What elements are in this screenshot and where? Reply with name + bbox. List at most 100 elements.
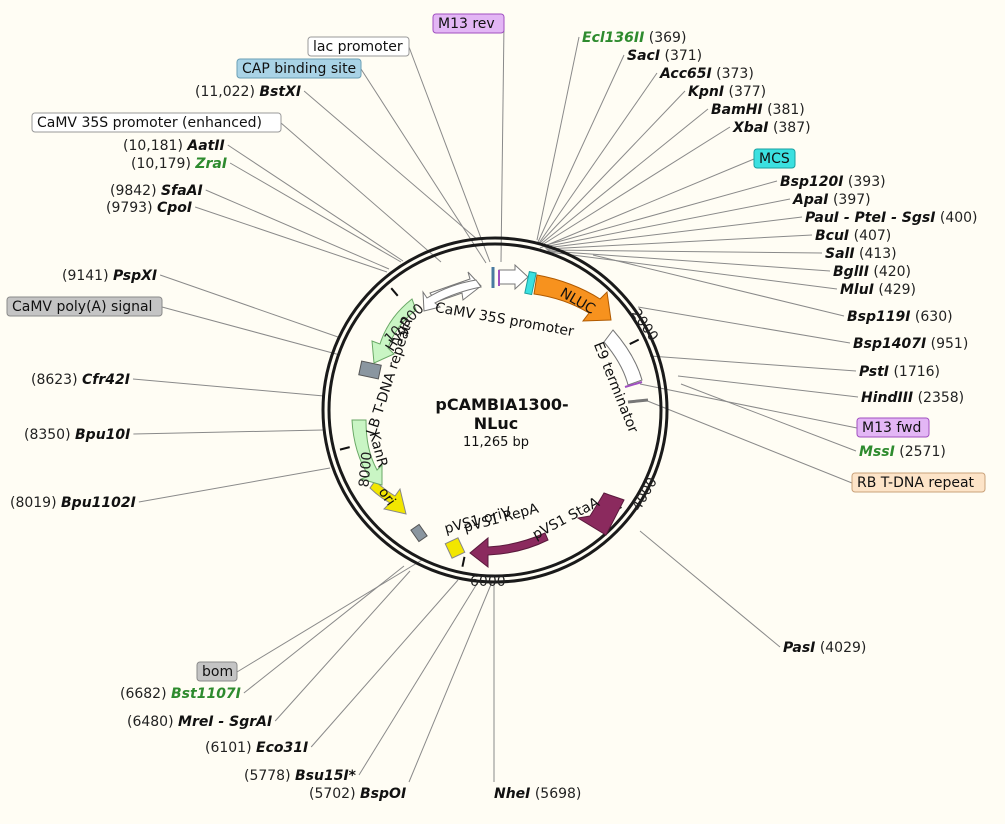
feature-mcs-block[interactable] xyxy=(524,271,537,296)
feature-pvs1-staa[interactable] xyxy=(576,492,625,536)
enzyme-site-ecl136ii[interactable]: Ecl136II (369) xyxy=(582,30,686,46)
feature-tag-m13rev[interactable]: M13 rev xyxy=(432,13,505,34)
enzyme-site-kpni[interactable]: KpnI (377) xyxy=(688,84,766,100)
plasmid-size: 11,265 bp xyxy=(463,435,529,450)
enzyme-site-sfaai[interactable]: (9842) SfaAI xyxy=(110,183,203,199)
enzyme-position: (387) xyxy=(773,120,811,136)
svg-text:Acc65I (373): Acc65I (373) xyxy=(659,66,754,82)
leader-bsp120i xyxy=(542,180,778,247)
enzyme-site-bstxi[interactable]: (11,022) BstXI xyxy=(195,84,301,100)
plasmid-name-line2: NLuc xyxy=(474,414,518,433)
tick-mark-6000 xyxy=(461,556,466,567)
enzyme-site-bst1107i[interactable]: (6682) Bst1107I xyxy=(120,686,241,702)
feature-small-arrow-top[interactable] xyxy=(498,263,529,291)
enzyme-position: (10,179) xyxy=(131,156,191,172)
enzyme-site-acc65i[interactable]: Acc65I (373) xyxy=(659,66,754,82)
enzyme-site-mssi[interactable]: MssI (2571) xyxy=(859,444,946,460)
leader-bst1107i xyxy=(243,565,405,694)
enzyme-site-bsp119i[interactable]: Bsp119I (630) xyxy=(847,309,953,325)
enzyme-position: (397) xyxy=(833,192,871,208)
enzyme-site-hindiii[interactable]: HindIII (2358) xyxy=(861,390,964,406)
enzyme-site-bpu1102i[interactable]: (8019) Bpu1102I xyxy=(10,495,136,511)
enzyme-position: (5698) xyxy=(535,786,582,802)
enzyme-site-apai[interactable]: ApaI (397) xyxy=(792,192,871,208)
svg-text:(11,022) BstXI: (11,022) BstXI xyxy=(195,84,301,100)
enzyme-name: AatII xyxy=(186,138,224,154)
svg-text:NheI (5698): NheI (5698) xyxy=(494,786,581,802)
enzyme-site-paui[interactable]: PauI - PteI - SgsI (400) xyxy=(805,210,978,226)
svg-text:Bsp1407I (951): Bsp1407I (951) xyxy=(853,336,968,352)
enzyme-site-bspoi[interactable]: (5702) BspOI xyxy=(309,786,406,802)
feature-nluc[interactable] xyxy=(533,274,612,322)
enzyme-site-bsp120i[interactable]: Bsp120I (393) xyxy=(780,174,886,190)
enzyme-site-bamhi[interactable]: BamHI (381) xyxy=(711,102,805,118)
enzyme-position: (11,022) xyxy=(195,84,255,100)
svg-text:(8350) Bpu10I: (8350) Bpu10I xyxy=(24,427,130,443)
enzyme-name: PstI xyxy=(859,364,889,380)
leader-cfr42i xyxy=(132,378,325,397)
enzyme-site-aatii[interactable]: (10,181) AatII xyxy=(123,138,225,154)
leader-psti xyxy=(649,355,857,372)
feature-tag-text: lac promoter xyxy=(313,39,403,55)
backbone-outer xyxy=(321,236,669,584)
enzyme-position: (429) xyxy=(878,282,916,298)
enzyme-name: NheI xyxy=(494,786,530,802)
leader-m13rev xyxy=(500,23,505,263)
feature-tag-cap[interactable]: CAP binding site xyxy=(236,58,362,79)
enzyme-site-bsp1407i[interactable]: Bsp1407I (951) xyxy=(853,336,968,352)
enzyme-position: (2358) xyxy=(918,390,965,406)
enzyme-site-cpoi[interactable]: (9793) CpoI xyxy=(106,200,192,216)
enzyme-site-cfr42i[interactable]: (8623) Cfr42I xyxy=(31,372,130,388)
leader-polya xyxy=(161,306,341,356)
enzyme-site-bcui[interactable]: BcuI (407) xyxy=(815,228,891,244)
enzyme-site-xbai[interactable]: XbaI (387) xyxy=(732,120,811,136)
enzyme-site-nhei[interactable]: NheI (5698) xyxy=(494,786,581,802)
enzyme-position: (377) xyxy=(729,84,767,100)
enzyme-name: KpnI xyxy=(688,84,724,100)
enzyme-site-psti[interactable]: PstI (1716) xyxy=(859,364,940,380)
plasmid-name-line1: pCAMBIA1300- xyxy=(435,395,568,414)
leader-mlui xyxy=(548,251,838,290)
feature-lb-tdna[interactable] xyxy=(358,360,382,380)
enzyme-name: BcuI xyxy=(815,228,849,244)
enzyme-position: (381) xyxy=(767,102,805,118)
enzyme-site-bpu10i[interactable]: (8350) Bpu10I xyxy=(24,427,130,443)
enzyme-site-eco31i[interactable]: (6101) Eco31I xyxy=(205,740,308,756)
enzyme-site-bsu15i[interactable]: (5778) Bsu15I* xyxy=(244,768,357,784)
leader-aatii xyxy=(227,144,404,262)
feature-tag-polya[interactable]: CaMV poly(A) signal xyxy=(6,296,163,317)
feature-ori[interactable] xyxy=(369,480,407,515)
enzyme-position: (5702) xyxy=(309,786,356,802)
enzyme-site-pspxi[interactable]: (9141) PspXI xyxy=(62,268,157,284)
feature-tag-lac[interactable]: lac promoter xyxy=(307,36,410,57)
feature-tag-camv_enh[interactable]: CaMV 35S promoter (enhanced) xyxy=(31,112,282,133)
feature-bom-block[interactable] xyxy=(410,523,428,543)
enzyme-site-sali[interactable]: SalI (413) xyxy=(825,246,897,262)
feature-hygr[interactable] xyxy=(371,298,417,364)
enzyme-site-mrei[interactable]: (6480) MreI - SgrAI xyxy=(127,714,272,730)
feature-kanr[interactable] xyxy=(351,419,383,486)
enzyme-site-saci[interactable]: SacI (371) xyxy=(627,48,702,64)
feature-tag-rb[interactable]: RB T-DNA repeat xyxy=(851,472,986,493)
leader-camv_enh xyxy=(280,122,442,263)
feature-e9-terminator[interactable] xyxy=(603,329,643,386)
enzyme-site-mlui[interactable]: MluI (429) xyxy=(840,282,916,298)
enzyme-name: SfaAI xyxy=(161,183,203,199)
leader-paui xyxy=(544,216,803,249)
feature-tag-bom[interactable]: bom xyxy=(196,661,238,682)
enzyme-site-bglii[interactable]: BglII (420) xyxy=(833,264,911,280)
feature-camv35s-left[interactable] xyxy=(422,279,482,312)
feature-pvs1-repa[interactable] xyxy=(469,532,549,569)
leader-pasi xyxy=(639,530,781,648)
enzyme-name: Bpu10I xyxy=(75,427,130,443)
enzyme-site-zrai[interactable]: (10,179) ZraI xyxy=(131,156,227,172)
enzyme-site-pasi[interactable]: PasI (4029) xyxy=(783,640,866,656)
enzyme-position: (951) xyxy=(931,336,969,352)
leader-eco31i xyxy=(310,579,459,748)
feature-tag-mcs[interactable]: MCS xyxy=(753,148,796,169)
enzyme-name: XbaI xyxy=(732,120,768,136)
feature-tag-m13fwd[interactable]: M13 fwd xyxy=(856,417,930,438)
feature-pvs1-oriv[interactable] xyxy=(444,537,466,559)
svg-text:(8623) Cfr42I: (8623) Cfr42I xyxy=(31,372,130,388)
